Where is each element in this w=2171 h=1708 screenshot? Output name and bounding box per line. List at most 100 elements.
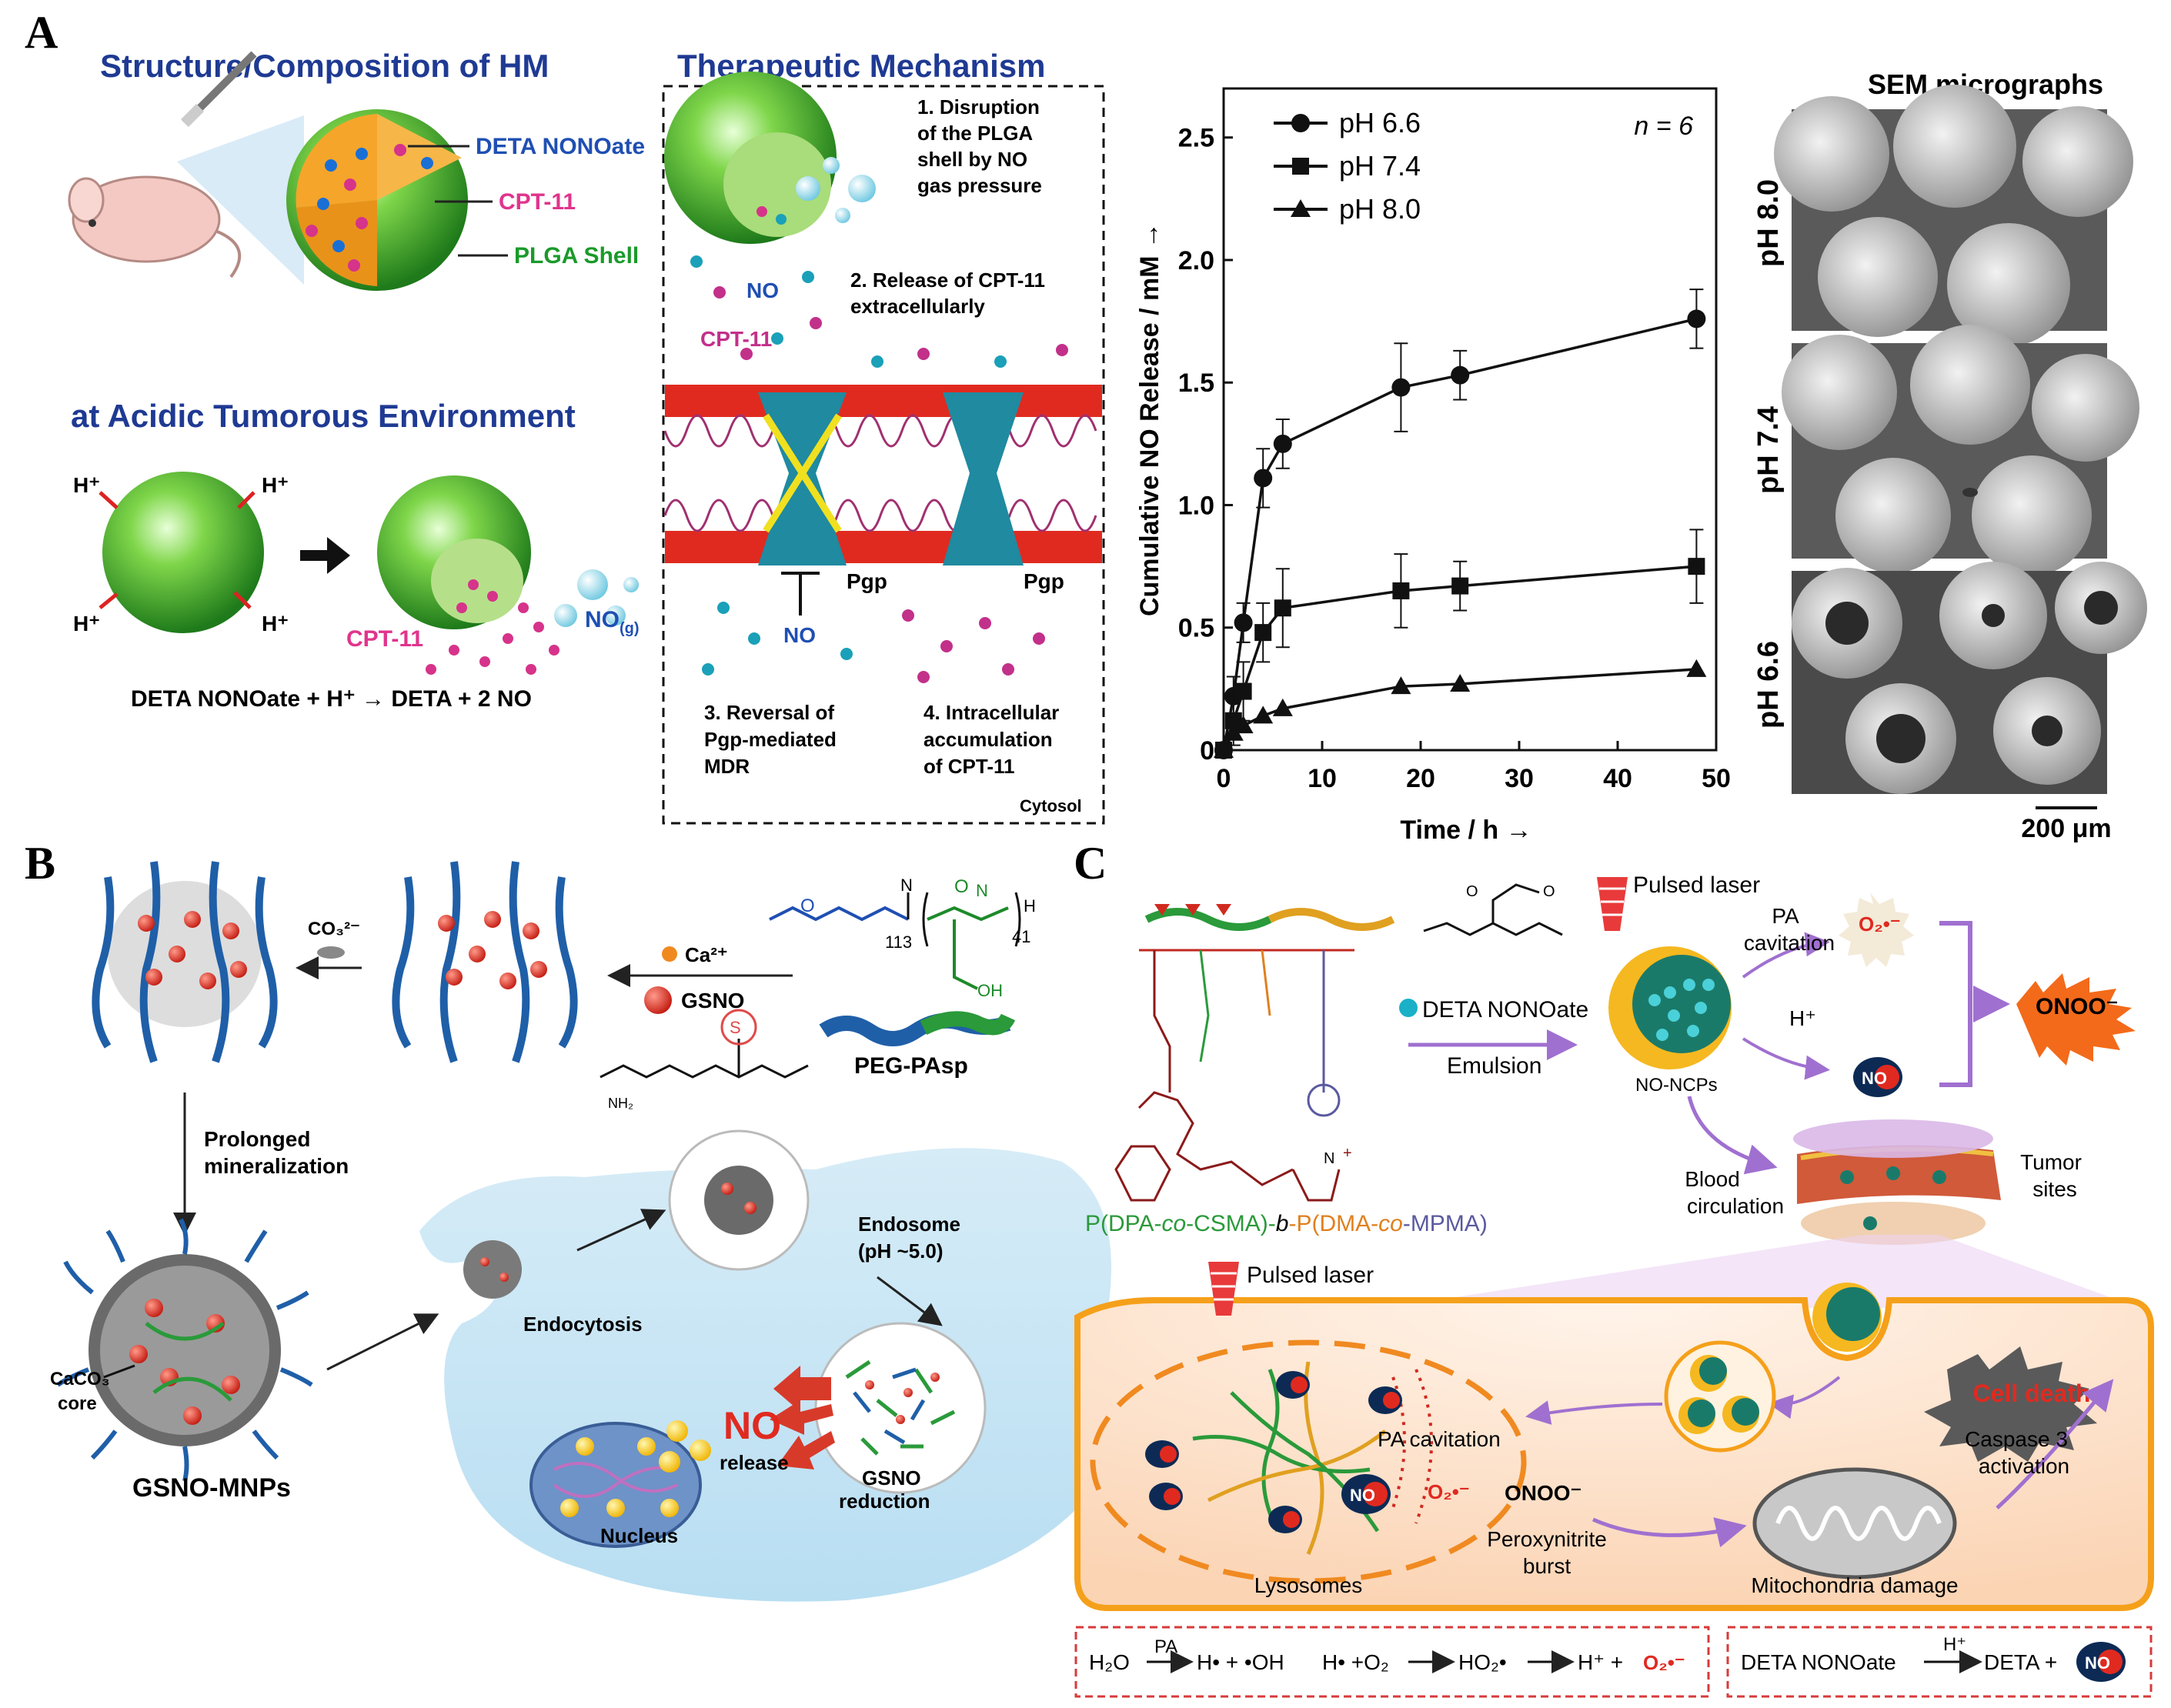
- endocytosis-particle: [463, 1240, 522, 1299]
- carbonate-label: CO₃²⁻: [308, 919, 360, 939]
- label-plga-shell: PLGA Shell: [514, 243, 639, 269]
- data-point: [1451, 365, 1470, 385]
- step-1-line-2: of the PLGA: [917, 122, 1033, 145]
- acidic-no-gas: NO(g): [585, 607, 640, 637]
- mechanism-no-label-2: NO: [783, 623, 816, 647]
- emulsion-label: Emulsion: [1447, 1053, 1541, 1079]
- svg-text:N: N: [976, 881, 988, 900]
- data-point: [1272, 698, 1293, 716]
- data-point: [1253, 706, 1274, 724]
- h-plus-4: H⁺: [262, 612, 289, 635]
- tumor-vessel-illustration: [1793, 1119, 2001, 1245]
- cell-membrane: [663, 385, 1102, 563]
- endocytosis-label: Endocytosis: [523, 1313, 643, 1336]
- svg-text:O: O: [800, 896, 815, 916]
- release-arrows: [770, 1366, 835, 1469]
- data-point: [1234, 682, 1252, 700]
- data-point: [1391, 676, 1411, 695]
- cell-death-burst-icon: [1924, 1346, 2097, 1462]
- deta-nonoate-label: DETA NONOate: [1422, 997, 1588, 1022]
- gsno-structure: S NH₂: [600, 1009, 809, 1111]
- gsno-mnps-label: GSNO-MNPs: [132, 1473, 291, 1503]
- micelle-cluster-2: [392, 861, 578, 1063]
- pulsed-laser-label-top: Pulsed laser: [1633, 872, 1760, 898]
- h-plus-2: H⁺: [262, 473, 289, 497]
- peroxynitrite-line-1: Peroxynitrite: [1487, 1527, 1607, 1551]
- mitochondria-label: Mitochondria damage: [1751, 1573, 1958, 1597]
- nucleus: [529, 1422, 702, 1548]
- mouse-illustration: [68, 51, 257, 279]
- no-label-top: NO: [1862, 1069, 1887, 1088]
- right-arrow-icon: [300, 537, 350, 574]
- eq2-deta-nonoate: DETA NONOate: [1741, 1650, 1896, 1674]
- pa-cavitation-2: cavitation: [1744, 931, 1835, 955]
- legend-label: pH 8.0: [1339, 193, 1421, 225]
- endosome-line-1: Endosome: [858, 1213, 960, 1236]
- panel-a-letter: A: [25, 7, 58, 58]
- data-point: [1274, 599, 1291, 617]
- step-2-line-1: 2. Release of CPT-11: [850, 269, 1045, 292]
- step-4-line-2: accumulation: [924, 728, 1053, 751]
- peg-pasp-label: PEG-PAsp: [854, 1053, 968, 1079]
- gsno-label: GSNO: [681, 989, 744, 1012]
- svg-text:N: N: [1324, 1150, 1334, 1167]
- gsno-reduction-line-1: GSNO: [862, 1466, 921, 1489]
- mechanism-no-label: NO: [746, 279, 779, 302]
- svg-text:S: S: [730, 1018, 741, 1037]
- mechanism-cpt11-label: CPT-11: [700, 327, 772, 351]
- prolonged-line-1: Prolonged: [204, 1127, 310, 1151]
- svg-text:O: O: [1543, 883, 1555, 900]
- peg-pasp-structure: O O N H N OH: [769, 876, 1036, 1000]
- pgp-pump: [943, 392, 1024, 565]
- data-point: [1233, 716, 1254, 734]
- h-plus-1: H⁺: [73, 473, 100, 497]
- peg-n113: 113: [885, 932, 912, 952]
- sem-micrograph-ph80: [1774, 85, 2133, 346]
- equation-box-1: [1074, 1626, 1710, 1698]
- pa-cavitation-cell: PA cavitation: [1378, 1427, 1501, 1451]
- step-4-line-3: of CPT-11: [924, 755, 1014, 778]
- peroxynitrite-line-2: burst: [1523, 1554, 1571, 1578]
- svg-text:O: O: [1466, 883, 1478, 900]
- carbonate-icon: [317, 946, 345, 959]
- panel-a: A Structure/Composition of HM: [25, 7, 2147, 845]
- data-point: [1214, 740, 1234, 758]
- x-tick-label: 50: [1702, 764, 1731, 793]
- y-tick-label: 2.5: [1178, 124, 1214, 153]
- mitochondria: [1752, 1467, 1957, 1580]
- data-point: [1223, 722, 1244, 741]
- deta-bead-icon: [1399, 999, 1418, 1017]
- svg-text:+: +: [1343, 1145, 1352, 1162]
- eq1-h-o2: H• +O₂: [1322, 1650, 1389, 1674]
- pgp-pump-blocked: [758, 392, 847, 565]
- series-square: [1215, 529, 1705, 759]
- eq2-deta: DETA +: [1984, 1650, 2057, 1674]
- y-tick-label: 2.0: [1178, 246, 1214, 275]
- data-point: [1234, 613, 1253, 632]
- sem-label-ph74: pH 7.4: [1752, 406, 1785, 494]
- h-plus-3: H⁺: [73, 612, 100, 635]
- chart-x-axis-label: Time / h →: [1400, 816, 1531, 845]
- data-point: [1687, 309, 1706, 329]
- y-tick-label: 1.5: [1178, 369, 1214, 398]
- prolonged-line-2: mineralization: [204, 1154, 349, 1178]
- intact-microsphere: [102, 472, 264, 633]
- legend-label: pH 7.4: [1339, 150, 1421, 182]
- mineralized-micelle-cluster: [92, 861, 278, 1063]
- polymer-name: P(DPA-co-CSMA)-b-P(DMA-co-MPMA): [1085, 1211, 1488, 1236]
- pulsed-laser-label-cell: Pulsed laser: [1247, 1263, 1374, 1288]
- y-tick-label: 0: [1200, 736, 1214, 766]
- polymer-chain-cartoon: [1144, 904, 1395, 931]
- sem-micrograph-ph74: [1782, 325, 2139, 575]
- structure-title: Structure/Composition of HM: [100, 48, 549, 84]
- series-triangle: [1214, 659, 1707, 758]
- pgp-label-1: Pgp: [847, 569, 887, 593]
- pasp-n41: 41: [1012, 927, 1030, 946]
- endosome-line-2: (pH ~5.0): [858, 1239, 944, 1263]
- chart-y-axis-label: Cumulative NO Release / mM →: [1135, 222, 1164, 616]
- superoxide-burst-icon: [1839, 892, 1914, 967]
